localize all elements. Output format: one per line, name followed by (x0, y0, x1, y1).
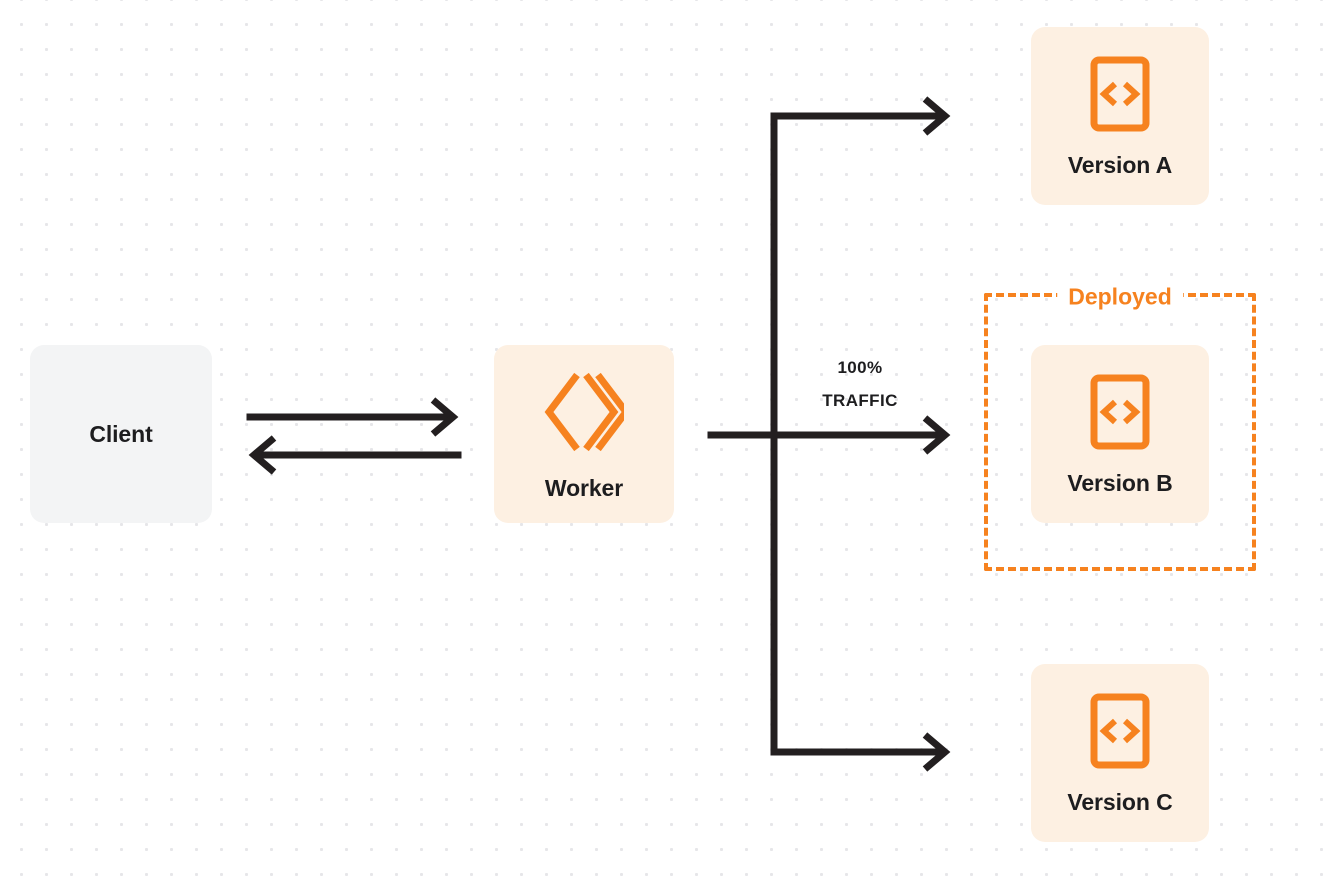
traffic-percent: 100% (837, 358, 883, 377)
node-version-c-label: Version C (1067, 788, 1173, 815)
arrow-client-to-worker (246, 397, 459, 437)
node-version-c[interactable]: Version C (1031, 664, 1209, 842)
deployed-group-label: Deployed (1057, 285, 1183, 309)
node-worker-label: Worker (544, 474, 624, 501)
cloudflare-workers-logo-icon (544, 369, 631, 455)
arrow-to-version-a (770, 96, 951, 136)
arrow-worker-to-client (248, 435, 462, 475)
deployed-group: Deployed (984, 285, 1256, 571)
arrow-to-version-b (707, 415, 951, 455)
code-brackets-icon (1090, 56, 1150, 132)
node-version-b-label: Version B (1067, 469, 1173, 496)
node-client-label: Client (89, 420, 153, 447)
code-brackets-icon (1090, 693, 1150, 769)
arrow-to-version-c (770, 732, 951, 772)
code-brackets-icon (1090, 374, 1150, 450)
traffic-unit: TRAFFIC (822, 391, 898, 411)
node-version-a-label: Version A (1067, 151, 1173, 178)
traffic-label: 100% TRAFFIC (793, 351, 927, 417)
node-version-a[interactable]: Version A (1031, 27, 1209, 205)
node-version-b[interactable]: Version B (1031, 345, 1209, 523)
node-worker[interactable]: Worker (494, 345, 674, 523)
node-client[interactable]: Client (30, 345, 212, 523)
